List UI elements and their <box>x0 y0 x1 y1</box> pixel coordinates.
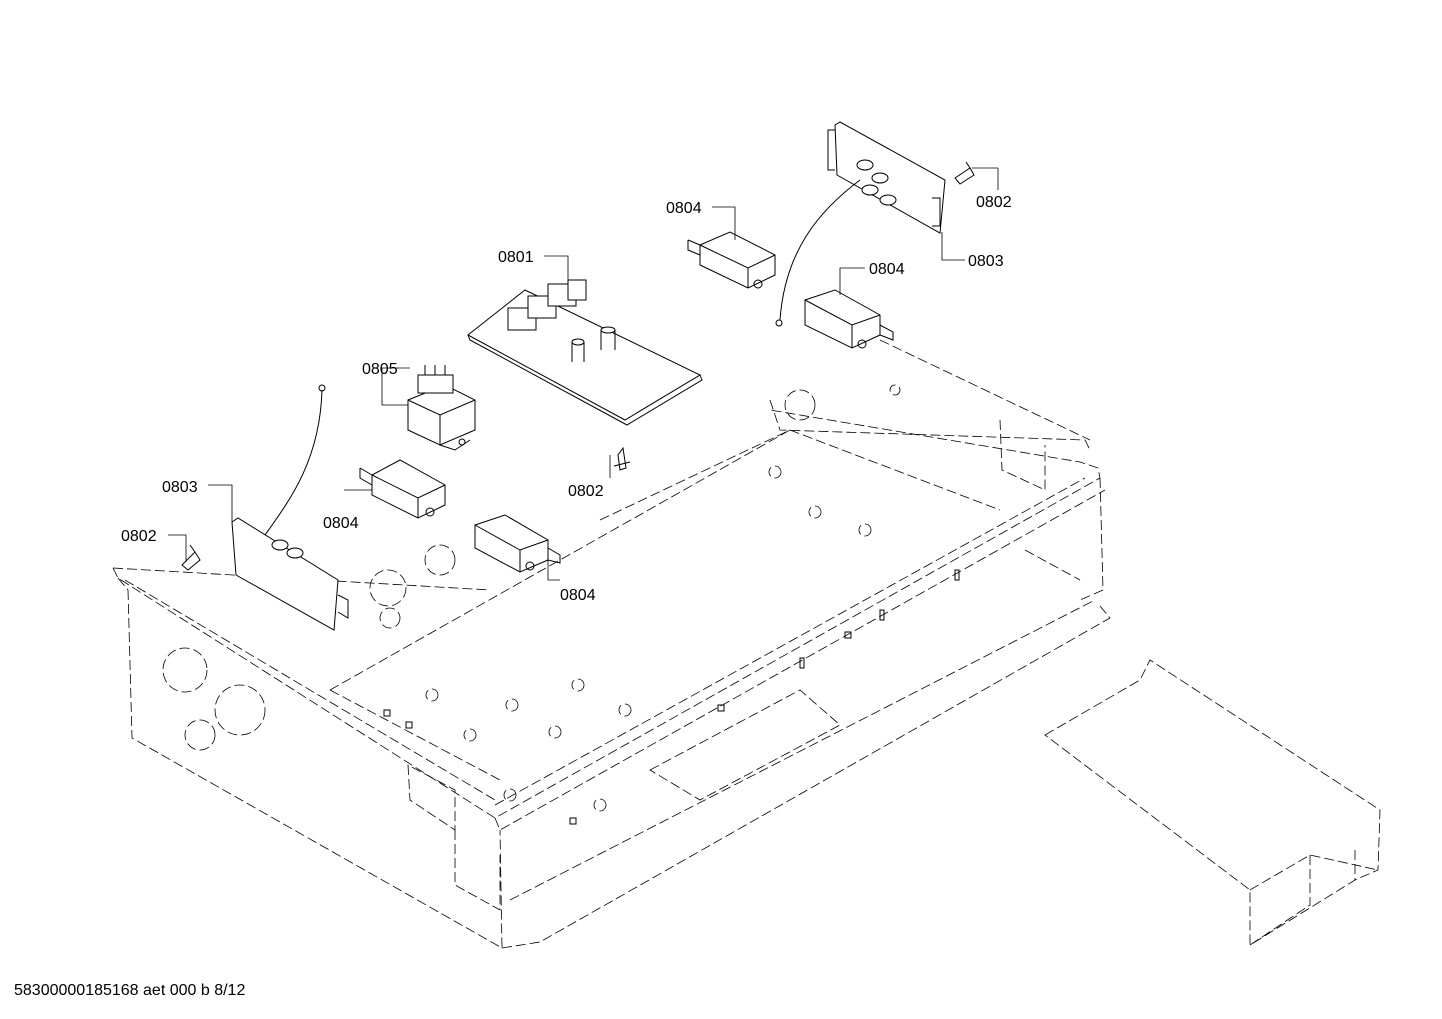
cover-plate <box>1044 659 1381 946</box>
callout-0804-top: 0804 <box>666 200 702 217</box>
leader-lines <box>168 167 999 581</box>
callout-0804-left: 0804 <box>323 515 359 532</box>
clip-0802-center <box>613 446 631 471</box>
transformer-0805 <box>407 365 476 451</box>
relay-0804-left <box>359 459 446 519</box>
relay-0804-center <box>474 514 561 573</box>
callout-0801: 0801 <box>498 249 534 266</box>
relay-0804-top <box>687 231 776 289</box>
clip-0802-right <box>954 161 975 185</box>
callout-0802-center: 0802 <box>568 483 604 500</box>
document-id: 58300000185168 aet 000 b 8/12 <box>14 982 246 999</box>
chassis-frame <box>112 339 1111 949</box>
interface-board-0803-left <box>231 384 349 631</box>
control-board-0801 <box>467 279 703 426</box>
relay-0804-right <box>804 289 894 349</box>
clip-0802-left <box>181 544 201 571</box>
callout-0805: 0805 <box>362 361 398 378</box>
callout-0803-right: 0803 <box>968 253 1004 270</box>
callout-0802-right: 0802 <box>976 194 1012 211</box>
interface-board-0803-right <box>775 121 946 327</box>
callout-0804-center: 0804 <box>560 587 596 604</box>
callout-0803-left: 0803 <box>162 479 198 496</box>
callout-0802-left: 0802 <box>121 528 157 545</box>
callout-0804-right: 0804 <box>869 261 905 278</box>
